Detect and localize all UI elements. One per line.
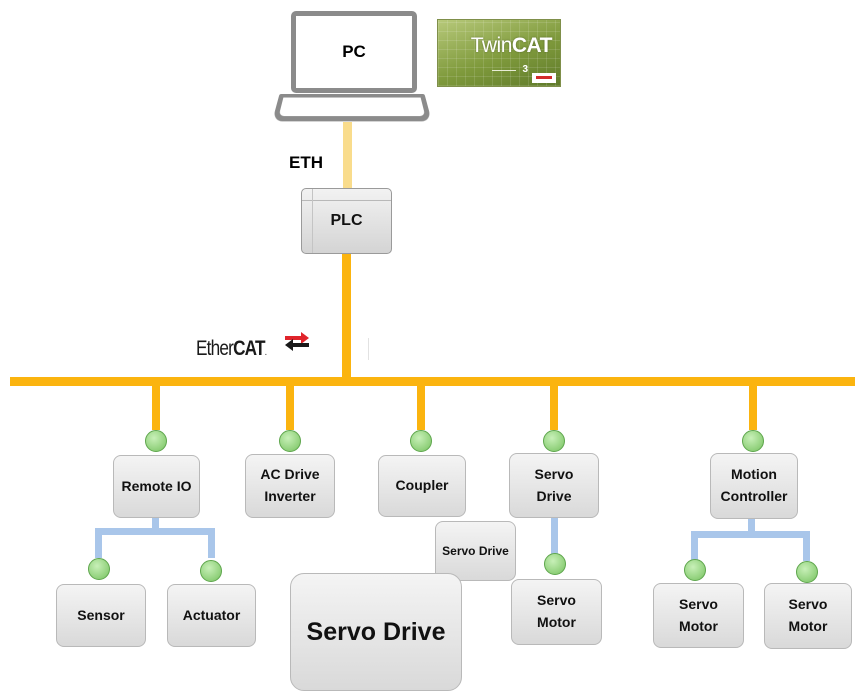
ac-drive-inverter-label: AC Drive Inverter — [260, 466, 320, 504]
node-motion-controller — [742, 430, 764, 452]
motion-branch-right — [803, 531, 810, 561]
twincat-version: 3 — [522, 64, 528, 75]
plc-bus-link — [342, 254, 351, 378]
node-servo-motor-a — [544, 553, 566, 575]
servo-motor-c-box: Servo Motor — [764, 583, 852, 649]
ethercat-bus — [10, 377, 855, 386]
motion-branch-bar — [691, 531, 810, 538]
ethercat-light: Ether — [196, 337, 234, 360]
eth-link — [343, 122, 352, 189]
node-sensor — [88, 558, 110, 580]
drop-ac-drive — [286, 385, 294, 430]
servo-drive-large-label: Servo Drive — [306, 617, 446, 646]
servo-drive-motor-link — [551, 518, 558, 555]
ethercat-arrows-icon — [283, 331, 311, 351]
motion-branch-left — [691, 531, 698, 561]
beckhoff-badge-icon — [532, 73, 556, 83]
ethercat-bold: CAT — [233, 337, 265, 360]
node-coupler — [410, 430, 432, 452]
drop-motion-controller — [749, 385, 757, 430]
motion-controller-label: Motion Controller — [720, 466, 788, 504]
servo-motor-a-label: Servo Motor — [537, 592, 576, 630]
servo-drive-small-box: Servo Drive — [435, 521, 516, 581]
servo-drive-small-label: Servo Drive — [442, 543, 509, 558]
remote-io-box: Remote IO — [113, 455, 200, 518]
actuator-box: Actuator — [167, 584, 256, 647]
sensor-label: Sensor — [77, 606, 125, 623]
servo-motor-b-label: Servo Motor — [679, 595, 718, 634]
pc-label: PC — [342, 42, 366, 61]
drop-coupler — [417, 385, 425, 430]
node-servo-drive — [543, 430, 565, 452]
drop-remote-io — [152, 385, 160, 430]
node-actuator — [200, 560, 222, 582]
remote-io-branch-stem — [152, 518, 159, 532]
servo-motor-c-label: Servo Motor — [788, 596, 828, 634]
plc-box: PLC — [301, 188, 392, 254]
node-remote-io — [145, 430, 167, 452]
remote-io-branch-bar — [95, 528, 215, 535]
servo-drive-label: Servo Drive — [534, 465, 574, 504]
servo-drive-large-box: Servo Drive — [290, 573, 462, 691]
plc-link-shadow — [368, 338, 369, 360]
remote-io-branch-right — [208, 528, 215, 558]
sensor-box: Sensor — [56, 584, 146, 647]
node-servo-motor-b — [684, 559, 706, 581]
pc-screen: PC — [291, 11, 417, 93]
ethercat-logo: EtherCAT. — [196, 337, 267, 360]
plc-label: PLC — [330, 211, 363, 229]
drop-servo-drive — [550, 385, 558, 430]
motion-branch-stem — [748, 519, 755, 535]
servo-motor-b-box: Servo Motor — [653, 583, 744, 648]
ac-drive-inverter-box: AC Drive Inverter — [245, 454, 335, 518]
twincat-logo: TwinCAT 3 — [437, 19, 561, 87]
remote-io-branch-left — [95, 528, 102, 558]
twincat-brand-light: Twin — [470, 34, 513, 57]
pc-keyboard-base — [272, 93, 432, 122]
twincat-brand-bold: CAT — [511, 34, 553, 57]
servo-motor-a-box: Servo Motor — [511, 579, 602, 645]
node-servo-motor-c — [796, 561, 818, 583]
remote-io-label: Remote IO — [121, 477, 192, 494]
servo-drive-box: Servo Drive — [509, 453, 599, 518]
coupler-label: Coupler — [395, 477, 449, 494]
eth-label: ETH — [289, 153, 323, 172]
motion-controller-box: Motion Controller — [710, 453, 798, 519]
node-ac-drive — [279, 430, 301, 452]
actuator-label: Actuator — [182, 606, 241, 623]
coupler-box: Coupler — [378, 455, 466, 517]
